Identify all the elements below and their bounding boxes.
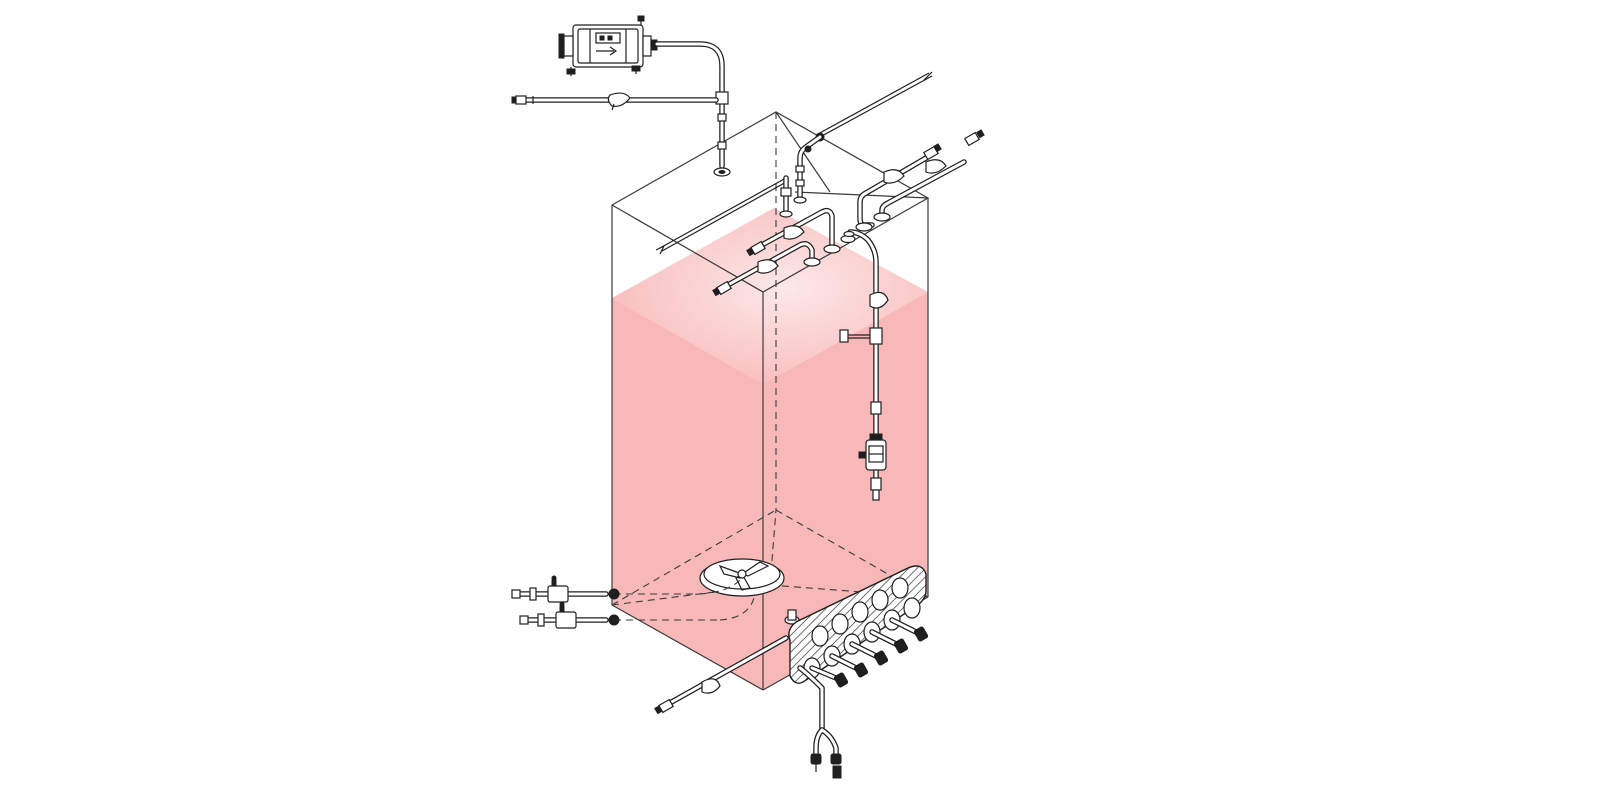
sample-line-tube	[839, 229, 883, 501]
pinch-clamp-icon	[757, 225, 805, 274]
bottom-left-drain-lines	[608, 577, 755, 626]
liquid-surface	[612, 208, 928, 384]
pinch-clamp-icon	[607, 92, 631, 111]
inline-filter-icon	[558, 15, 658, 76]
top-center-port-tubes	[712, 207, 841, 297]
filter-outlet-tube	[654, 41, 731, 177]
manifold-outlet-tubes	[809, 617, 929, 688]
pinch-clamp-icon	[883, 159, 947, 184]
impeller-icon	[699, 558, 785, 597]
pinch-clamp-icon	[869, 291, 889, 309]
syringe-filter-icon	[858, 433, 887, 471]
top-right-port-tubes	[855, 129, 985, 232]
bottom-harvest-line	[654, 609, 800, 715]
pinch-clamp-icon	[701, 678, 721, 694]
check-valve-upper	[511, 575, 609, 603]
check-valve-lower	[519, 601, 609, 629]
y-connector-icon	[797, 665, 842, 779]
probe-line-left	[655, 175, 793, 255]
probe-line-upper	[793, 71, 933, 204]
